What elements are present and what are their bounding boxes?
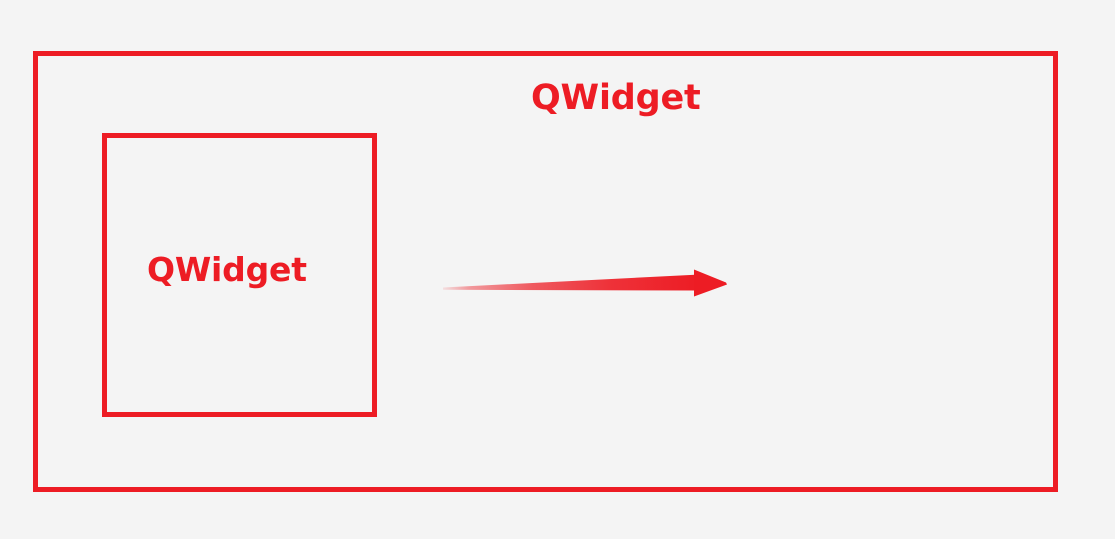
containment-arrow	[443, 269, 727, 297]
outer-qwidget-box	[33, 51, 1058, 492]
outer-qwidget-label: QWidget	[531, 78, 701, 118]
inner-qwidget-label: QWidget	[147, 250, 307, 289]
arrow-head-icon	[694, 269, 727, 297]
arrow-shaft	[443, 274, 700, 291]
inner-qwidget-box	[102, 133, 377, 417]
